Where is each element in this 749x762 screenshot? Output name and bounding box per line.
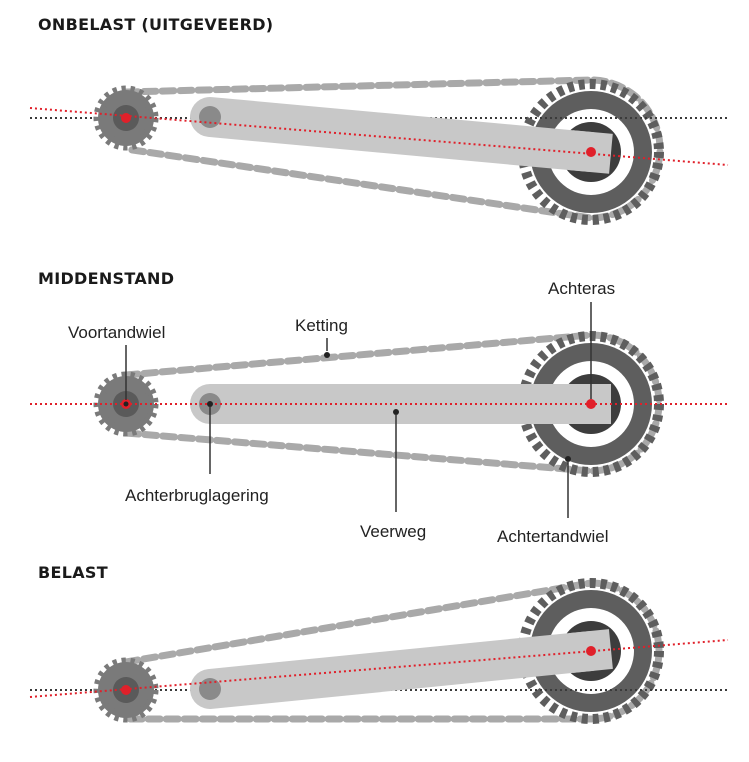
label-travel: Veerweg	[360, 409, 426, 541]
rear-axle-dot	[586, 399, 596, 409]
panel-unloaded: ONBELAST (UITGEVEERD)	[29, 15, 730, 220]
label-chain: Ketting	[295, 316, 348, 358]
front-axle-dot	[121, 685, 131, 695]
svg-text:Achterbruglagering: Achterbruglagering	[125, 486, 269, 505]
svg-text:Ketting: Ketting	[295, 316, 348, 335]
rear-axle-dot	[586, 147, 596, 157]
heading-middle: MIDDENSTAND	[38, 269, 174, 288]
svg-text:Achtertandwiel: Achtertandwiel	[497, 527, 609, 546]
swingarm	[190, 631, 611, 709]
rear-axle-dot	[586, 646, 596, 656]
svg-text:Achteras: Achteras	[548, 279, 615, 298]
red-axis-line	[29, 639, 729, 698]
label-swingarm-bearing: Achterbruglagering	[125, 401, 269, 505]
heading-unloaded: ONBELAST (UITGEVEERD)	[38, 15, 273, 34]
panel-middle: MIDDENSTAND Voortandwiel Ketting Achtera…	[30, 269, 728, 546]
swingarm	[190, 97, 611, 172]
red-axis-line	[29, 107, 729, 166]
svg-text:Veerweg: Veerweg	[360, 522, 426, 541]
heading-loaded: BELAST	[38, 563, 108, 582]
svg-text:Voortandwiel: Voortandwiel	[68, 323, 165, 342]
label-rear-sprocket: Achtertandwiel	[497, 456, 609, 546]
front-axle-dot	[121, 113, 131, 123]
label-rear-axle: Achteras	[548, 279, 615, 399]
panel-loaded: BELAST	[29, 563, 730, 719]
label-front-sprocket: Voortandwiel	[68, 323, 165, 407]
swingarm-pivot	[199, 106, 221, 128]
